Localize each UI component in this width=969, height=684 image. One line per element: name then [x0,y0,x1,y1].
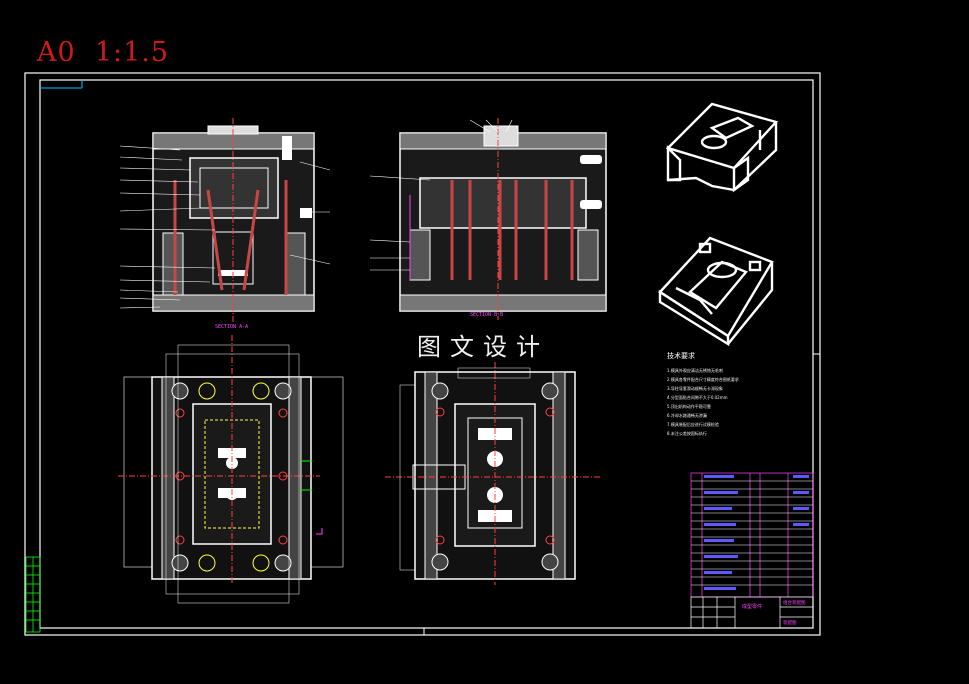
tech-requirement-line: 2.模具各零件配合尺寸精度符合图纸要求 [667,377,739,382]
parts-list-entries [704,475,809,590]
tech-requirement-line: 3.导柱导套滑动顺畅无卡滞现象 [667,386,723,391]
tech-requirement-line: 1.模具外观应清洁无锈蚀无毛刺 [667,368,723,373]
tech-requirement-line: 4.分型面贴合间隙不大于0.02mm [667,395,728,400]
section-a-a-title: SECTION A-A [215,324,248,330]
fixed-half-plan-view [385,362,600,585]
revision-strip [25,556,41,633]
title-block-material: 组合装配图 [783,599,806,606]
section-a-a-view: SECTION A-A [119,118,331,330]
section-b-b-view: SECTION B-B [369,118,607,320]
tech-requirement-line: 5.顶出机构动作平稳可靠 [667,404,711,409]
parts-list-rows [691,480,813,586]
part-iso-view-bottom [658,236,774,347]
moving-half-plan-view [118,335,344,604]
title-block-name: 成型零件 [742,603,762,610]
part-iso-view-top [665,102,779,193]
tech-requirement-line: 6.冷却水路通畅无渗漏 [667,413,707,418]
watermark-text: 图文设计 [417,333,549,361]
tech-requirement-line: 7.模具装配后应进行试模检验 [667,422,719,427]
tech-requirements-heading: 技术要求 [667,352,695,360]
title-block [690,596,814,629]
tech-requirement-line: 8.未注公差按国标执行 [667,431,707,436]
title-block-drawing: 装配图 [783,619,797,626]
scale-label: A0 1:1.5 [37,37,170,68]
section-b-b-title: SECTION B-B [470,312,503,318]
